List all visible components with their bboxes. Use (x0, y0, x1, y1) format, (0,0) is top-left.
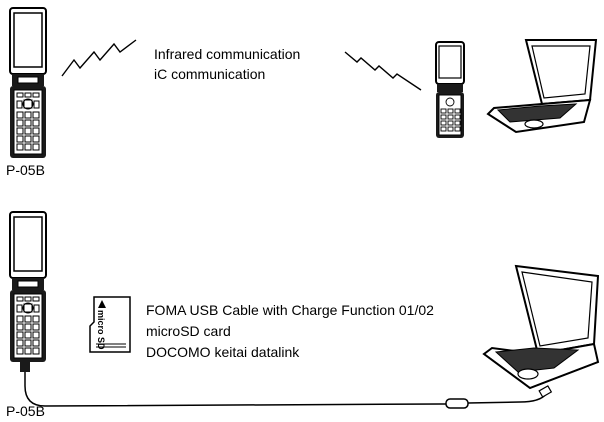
connection-item-label: FOMA USB Cable with Charge Function 01/0… (146, 302, 434, 318)
method-label: Infrared communication (154, 46, 301, 62)
microsd-card-icon (89, 296, 131, 353)
receiving-phone-icon (435, 41, 465, 138)
phone-label-top: P-05B (6, 162, 45, 178)
connection-item-label: DOCOMO keitai datalink (146, 344, 300, 360)
p05b-phone-top-icon (9, 7, 47, 158)
phone-label-bottom: P-05B (6, 403, 45, 419)
connection-item-label: microSD card (146, 323, 231, 339)
signal-zigzag-right-icon (344, 51, 422, 91)
microsd-card-text: micro SD (96, 310, 106, 350)
usb-cable-icon (20, 360, 553, 409)
p05b-phone-bottom-icon (9, 211, 47, 362)
signal-zigzag-left-icon (61, 39, 137, 77)
laptop-bottom-icon (482, 264, 600, 390)
cropped-heading (0, 0, 160, 4)
method-label: iC communication (154, 66, 266, 82)
laptop-top-icon (486, 39, 598, 134)
